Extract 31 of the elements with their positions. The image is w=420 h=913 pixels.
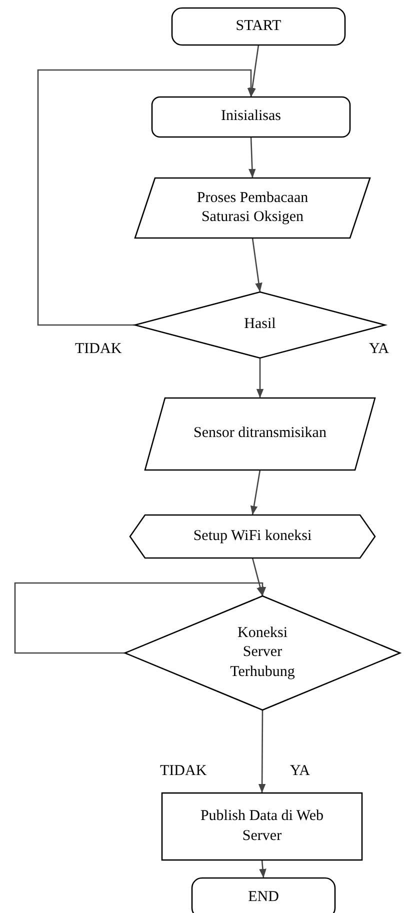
arrow <box>248 44 260 98</box>
process-box <box>152 97 350 137</box>
arrow <box>258 710 266 793</box>
node-text: END <box>248 888 279 908</box>
branch-label: YA <box>369 341 390 358</box>
terminal-box <box>172 8 345 45</box>
input-output-parallelogram <box>135 178 370 238</box>
terminal-box <box>192 878 335 913</box>
arrow <box>248 136 256 178</box>
node-text: Inisialisas <box>221 107 281 126</box>
arrow <box>256 358 264 398</box>
arrow <box>250 470 261 516</box>
branch-label: TIDAK <box>160 763 207 780</box>
input-output-parallelogram <box>145 398 375 470</box>
node-text: Koneksi Server Terhubung <box>229 624 296 682</box>
arrow <box>259 860 266 878</box>
node-text: Setup WiFi koneksi <box>193 526 312 546</box>
branch-label: TIDAK <box>75 341 122 358</box>
decision-diamond <box>125 596 400 710</box>
node-text: Hasil <box>244 315 276 334</box>
arrow <box>252 558 264 596</box>
arrow <box>252 238 262 292</box>
arrow <box>14 582 266 654</box>
node-text: Proses Pembacaan Saturasi Oksigen <box>196 188 310 227</box>
process-box <box>162 793 362 860</box>
node-text: START <box>236 16 282 36</box>
arrow <box>37 69 255 326</box>
node-text: Publish Data di Web Server <box>199 807 325 846</box>
node-text: Sensor ditransmisikan <box>194 424 326 444</box>
branch-label: YA <box>290 763 310 780</box>
preparation-hexagon <box>130 515 375 558</box>
